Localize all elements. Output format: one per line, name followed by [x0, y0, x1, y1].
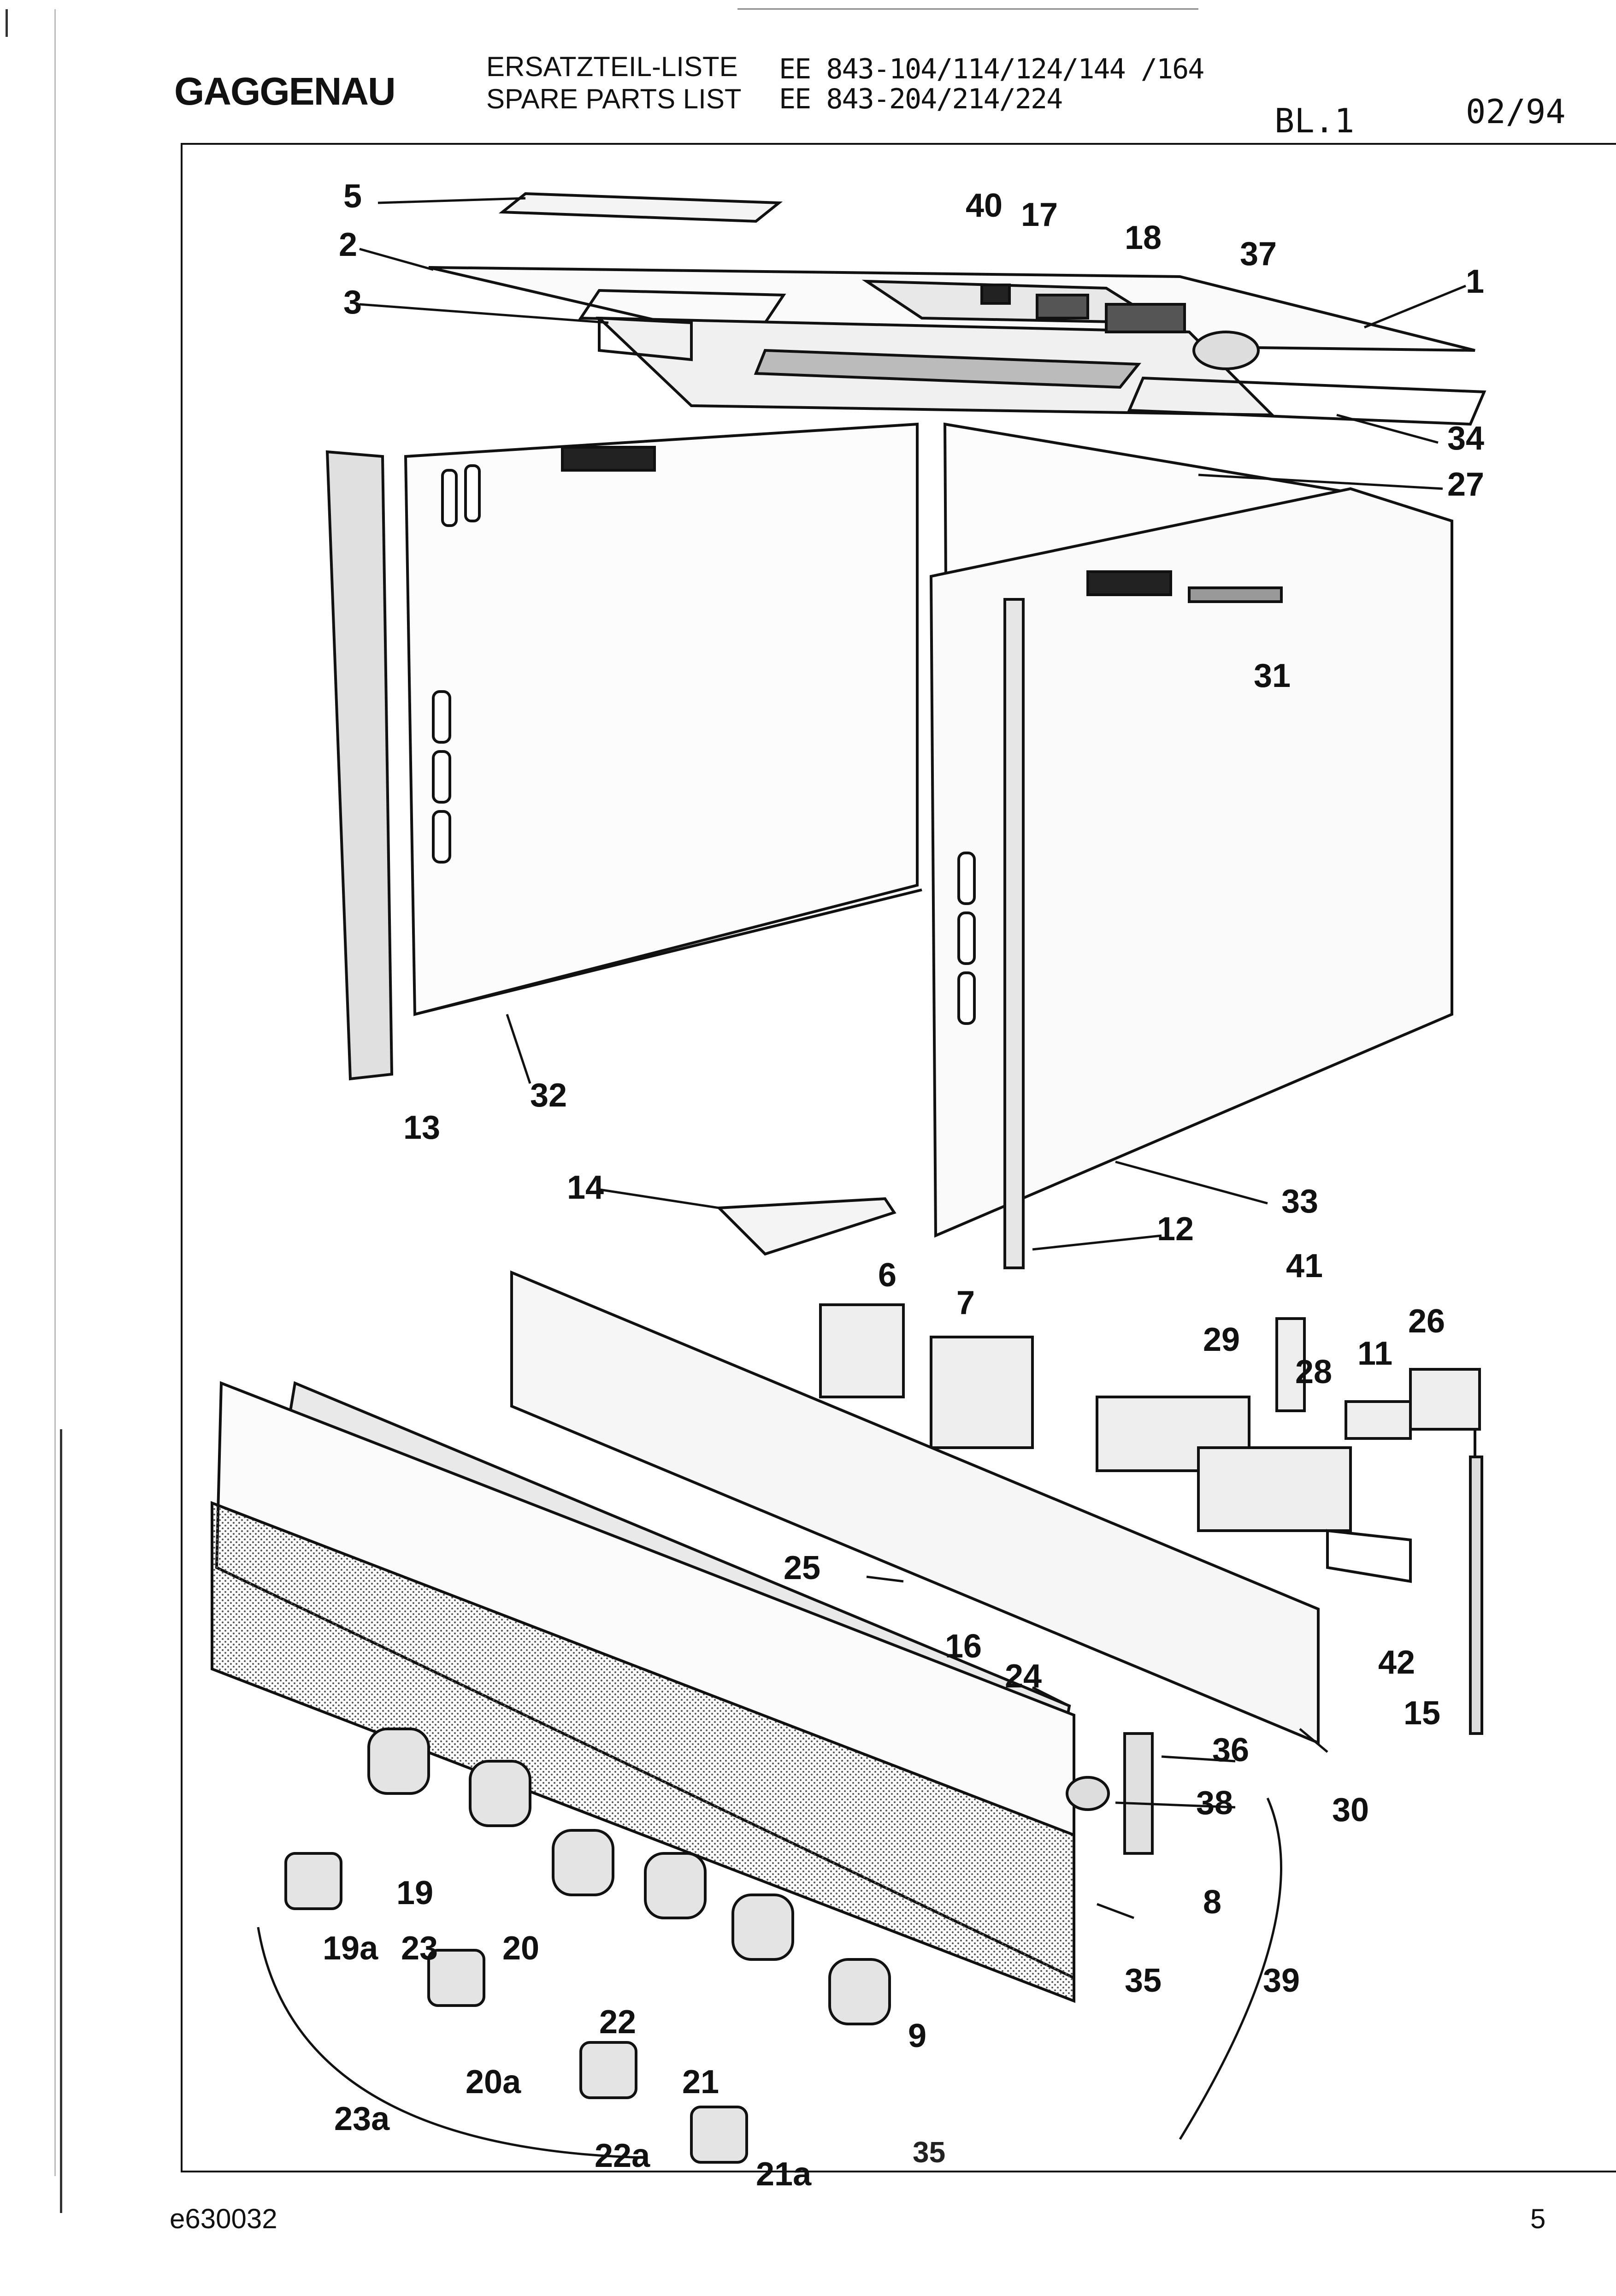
- callout-label-2: 2: [339, 226, 357, 263]
- callout-label-17: 17: [1021, 196, 1058, 233]
- callout-label-11: 11: [1357, 1335, 1392, 1372]
- callout-label-38: 38: [1196, 1785, 1233, 1822]
- handwritten-note: 35: [913, 2136, 945, 2169]
- callout-label-15: 15: [1404, 1695, 1440, 1732]
- callout-label-20: 20: [502, 1930, 539, 1967]
- frame-bottom-line: [181, 2171, 1616, 2172]
- model-numbers-line2: EE 843-204/214/224: [779, 83, 1063, 115]
- callout-label-29: 29: [1203, 1321, 1240, 1358]
- sheet-number: BL.1: [1274, 101, 1355, 140]
- callout-label-39: 39: [1263, 1962, 1300, 1999]
- callout-label-31: 31: [1254, 657, 1291, 694]
- callout-label-23a: 23a: [334, 2101, 390, 2137]
- callout-label-3: 3: [343, 284, 362, 321]
- callout-label-22: 22: [599, 2004, 636, 2041]
- callout-label-26: 26: [1408, 1303, 1445, 1340]
- callout-label-9: 9: [908, 2018, 926, 2054]
- control-knobs: [284, 1728, 891, 2164]
- callout-label-7: 7: [956, 1284, 975, 1321]
- scan-edge-mark: [60, 1429, 62, 2213]
- callout-label-25: 25: [784, 1550, 820, 1586]
- callout-label-28: 28: [1295, 1354, 1332, 1391]
- revision-date: 02/94: [1466, 92, 1566, 131]
- callout-label-21a: 21a: [756, 2156, 812, 2193]
- control-components: [819, 1303, 1483, 1735]
- callout-label-23: 23: [401, 1930, 438, 1967]
- drawing-frame: [181, 143, 1616, 2172]
- left-side-panel: [325, 422, 922, 1081]
- callout-label-16: 16: [945, 1628, 982, 1665]
- callout-label-40: 40: [966, 187, 1003, 224]
- callout-label-22a: 22a: [595, 2137, 650, 2174]
- callout-label-27: 27: [1447, 466, 1484, 503]
- model-numbers-line1: EE 843-104/114/124/144 /164: [779, 53, 1204, 85]
- callout-label-14: 14: [567, 1169, 604, 1206]
- callout-label-6: 6: [878, 1257, 896, 1294]
- leader-lines: [257, 197, 1466, 2159]
- callout-label-42: 42: [1378, 1644, 1415, 1681]
- brand-logo: GAGGENAU: [174, 70, 396, 113]
- scan-top-line: [737, 8, 1198, 10]
- callout-label-12: 12: [1157, 1211, 1194, 1248]
- callout-label-20a: 20a: [466, 2064, 521, 2101]
- top-cover-assembly: [428, 192, 1486, 426]
- callout-label-30: 30: [1332, 1792, 1369, 1829]
- callout-label-19: 19: [396, 1875, 433, 1911]
- callout-label-1: 1: [1466, 263, 1484, 300]
- callout-label-33: 33: [1281, 1183, 1318, 1220]
- document-number: e630032: [170, 2203, 277, 2234]
- callout-label-32: 32: [530, 1077, 567, 1114]
- small-plate-14: [716, 1197, 896, 1256]
- right-side-panel: [929, 422, 1453, 1269]
- callout-label-18: 18: [1125, 219, 1162, 256]
- callout-label-19a: 19a: [323, 1930, 378, 1967]
- title-german: ERSATZTEIL-LISTE: [486, 51, 738, 82]
- callout-label-13: 13: [403, 1109, 440, 1146]
- page-number: 5: [1530, 2203, 1546, 2234]
- callout-label-5: 5: [343, 178, 362, 215]
- callout-label-36: 36: [1212, 1732, 1249, 1769]
- title-english: SPARE PARTS LIST: [486, 83, 742, 114]
- callout-label-37: 37: [1240, 236, 1277, 272]
- scan-edge-mark: [54, 9, 56, 2176]
- callout-label-8: 8: [1203, 1884, 1221, 1921]
- callout-label-35: 35: [1125, 1962, 1162, 1999]
- scan-edge-mark: [6, 9, 8, 37]
- callout-label-34: 34: [1447, 420, 1484, 457]
- callout-label-21: 21: [682, 2064, 719, 2101]
- callout-label-24: 24: [1005, 1658, 1042, 1695]
- callout-label-41: 41: [1286, 1248, 1323, 1284]
- front-panel-assembly: [211, 1270, 1320, 2003]
